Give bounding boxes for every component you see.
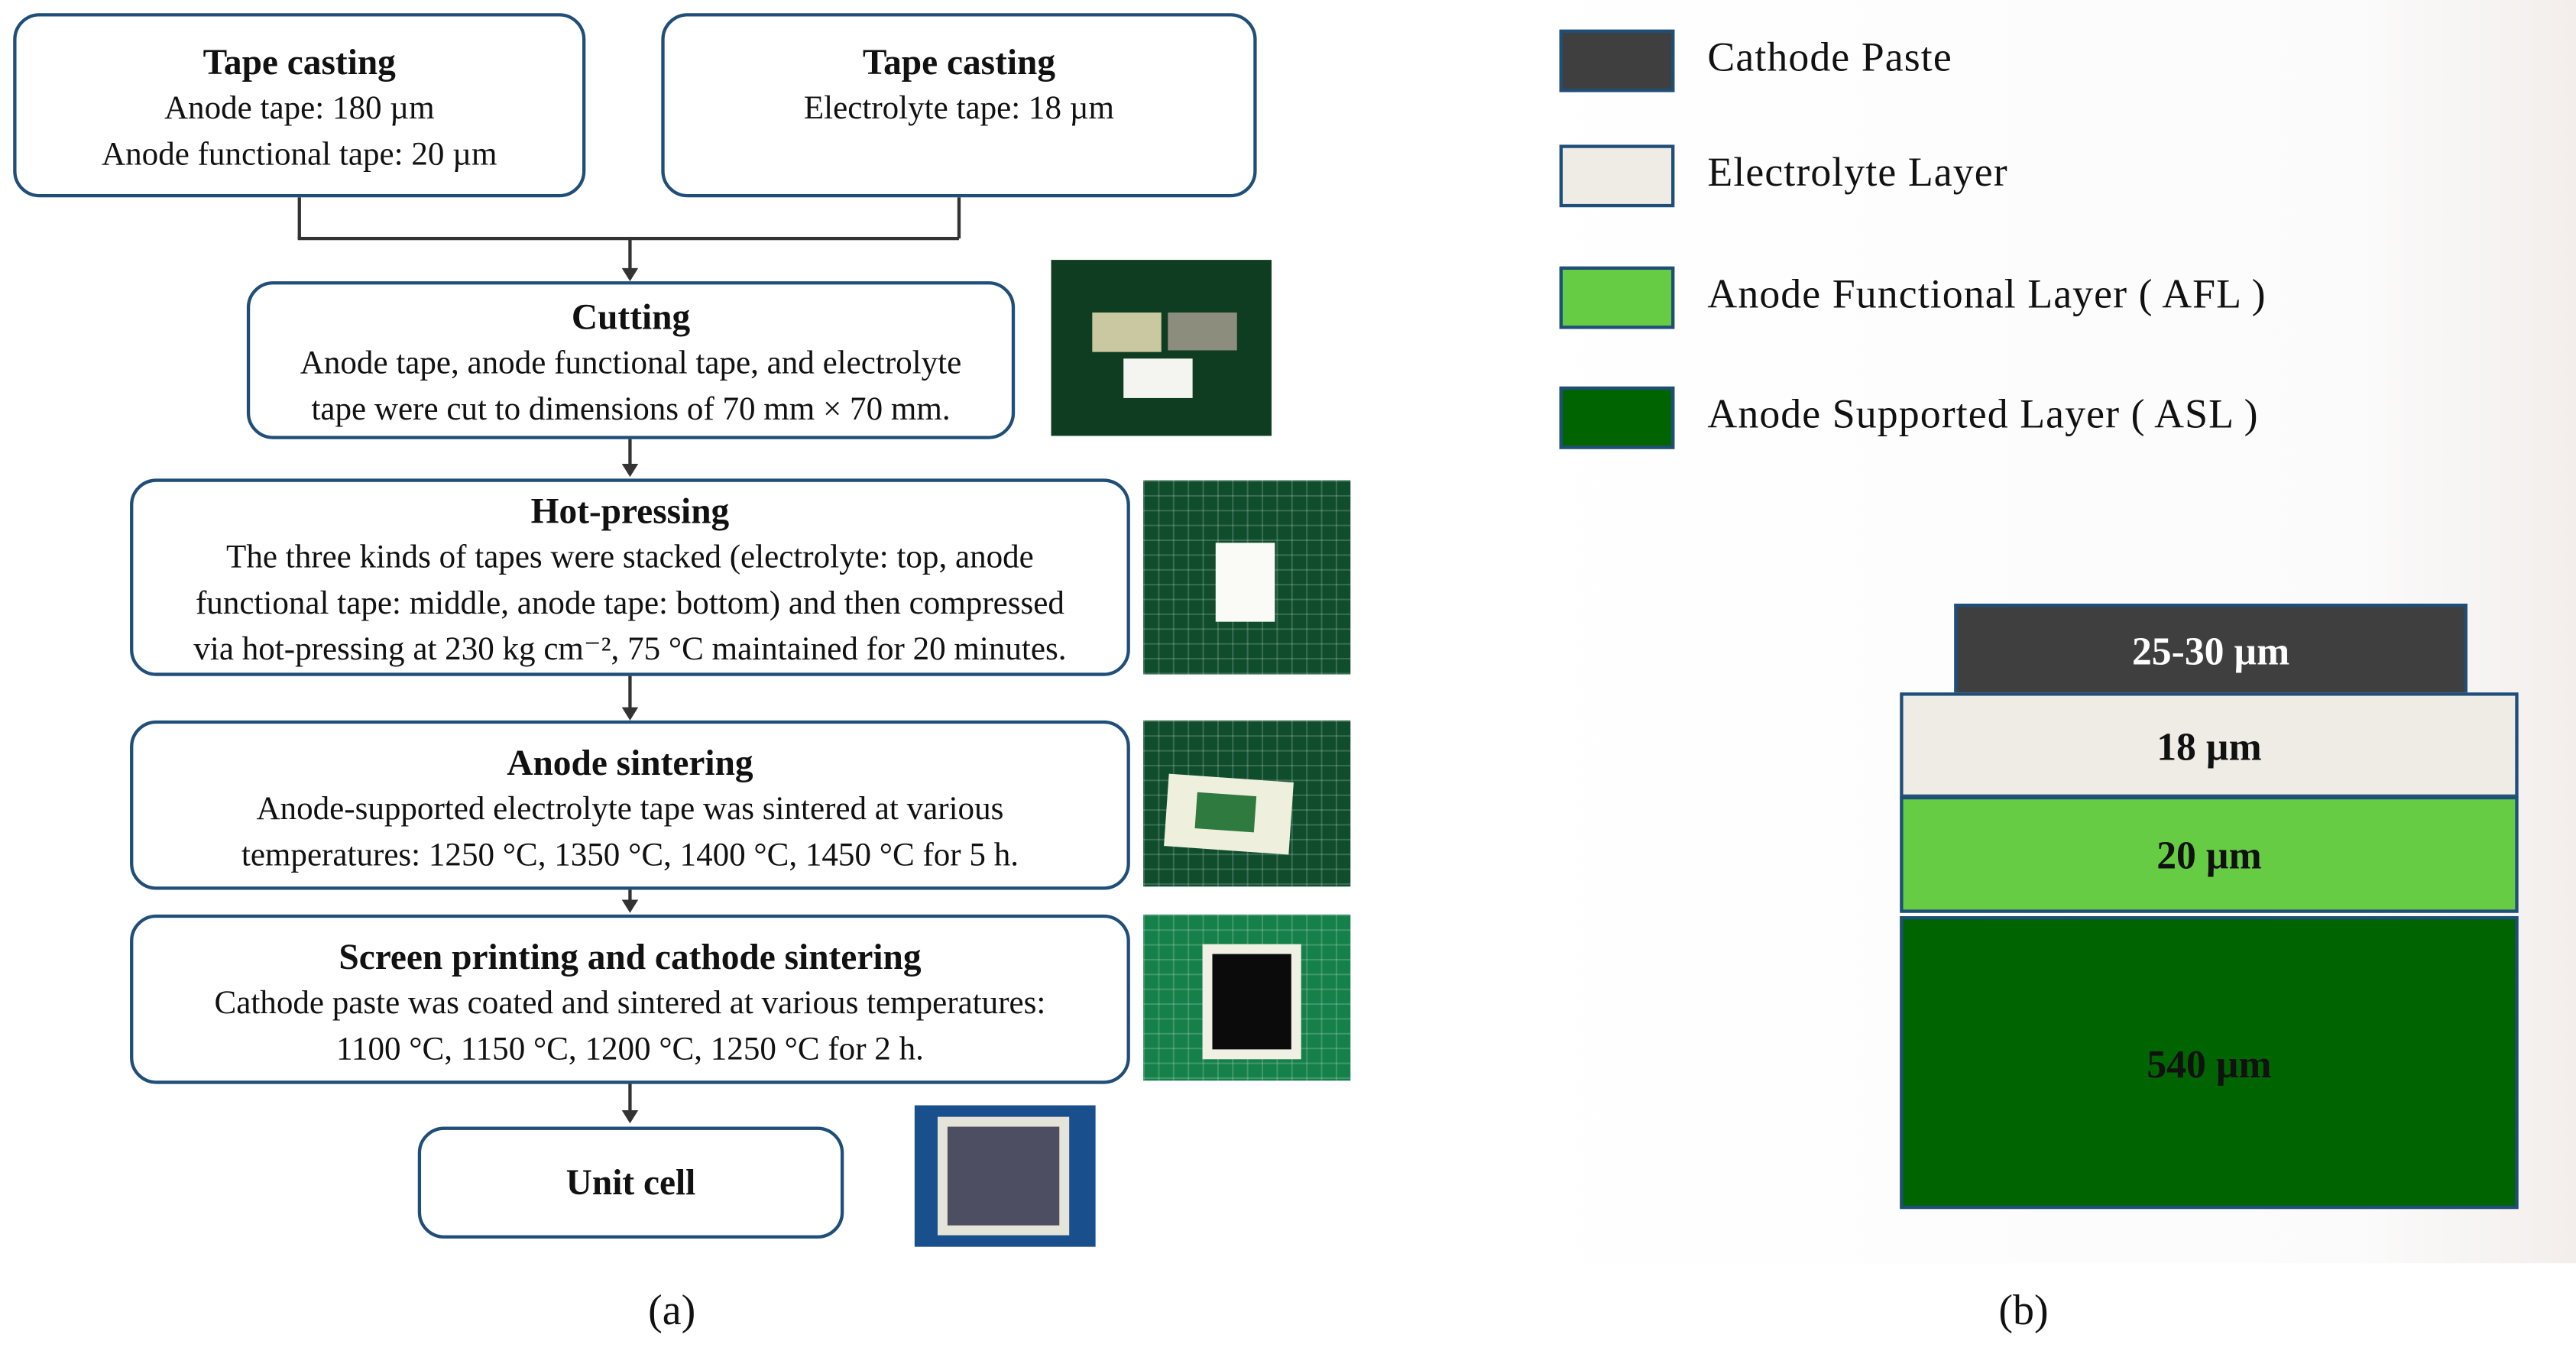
step-title: Unit cell bbox=[565, 1161, 696, 1203]
step-tape-casting-anode: Tape casting Anode tape: 180 µm Anode fu… bbox=[13, 13, 586, 198]
step-anode-sintering: Anode sintering Anode-supported electrol… bbox=[130, 720, 1130, 890]
step-tape-casting-electrolyte: Tape casting Electrolyte tape: 18 µm bbox=[661, 13, 1257, 198]
legend-swatch bbox=[1559, 266, 1675, 329]
legend-label: Anode Supported Layer ( ASL ) bbox=[1707, 393, 2259, 438]
step-body: Cathode paste was coated and sintered at… bbox=[214, 985, 1046, 1068]
step-unit-cell: Unit cell bbox=[417, 1126, 844, 1239]
arrow-head bbox=[621, 899, 639, 913]
tape-functional bbox=[1168, 312, 1237, 351]
layer-thickness: 18 µm bbox=[2156, 727, 2262, 770]
step-body: Anode-supported electrolyte tape was sin… bbox=[241, 791, 1019, 874]
legend-swatch bbox=[1559, 386, 1675, 449]
legend-label: Anode Functional Layer ( AFL ) bbox=[1707, 273, 2267, 318]
step-title: Cutting bbox=[571, 296, 691, 338]
photo-anode-sintered bbox=[1143, 720, 1351, 887]
legend-label: Electrolyte Layer bbox=[1707, 151, 2008, 196]
step-body: Electrolyte tape: 18 µm bbox=[803, 90, 1115, 127]
step-body: Anode tape, anode functional tape, and e… bbox=[300, 345, 962, 428]
sintered-frame bbox=[1164, 773, 1294, 855]
arrow-head bbox=[621, 267, 639, 282]
step-title: Screen printing and cathode sintering bbox=[339, 935, 922, 977]
connector bbox=[628, 1084, 631, 1113]
panel-b-label: (b) bbox=[1998, 1286, 2049, 1334]
arrow-head bbox=[621, 1110, 639, 1124]
layer-thickness: 20 µm bbox=[2156, 835, 2262, 879]
step-screen-printing: Screen printing and cathode sintering Ca… bbox=[130, 914, 1130, 1084]
arrow-head bbox=[621, 464, 639, 478]
printed-frame bbox=[1202, 944, 1301, 1060]
layer-thickness: 25-30 µm bbox=[2131, 631, 2290, 675]
connector bbox=[628, 889, 631, 903]
photo-cut-tapes bbox=[1051, 260, 1272, 436]
connector bbox=[628, 439, 631, 466]
cell-frame bbox=[937, 1116, 1070, 1236]
layer-afl: 20 µm bbox=[1900, 795, 2519, 913]
arrow-head bbox=[621, 707, 639, 721]
legend-swatch bbox=[1559, 29, 1675, 92]
photo-screen-printed bbox=[1143, 914, 1351, 1081]
connector bbox=[297, 197, 300, 239]
step-cutting: Cutting Anode tape, anode functional tap… bbox=[246, 281, 1016, 439]
layer-asl: 540 µm bbox=[1900, 915, 2519, 1210]
layer-electrolyte: 18 µm bbox=[1900, 692, 2519, 798]
step-title: Tape casting bbox=[203, 40, 396, 83]
photo-unit-cell bbox=[914, 1105, 1096, 1247]
legend-swatch bbox=[1559, 144, 1675, 208]
layer-cathode: 25-30 µm bbox=[1954, 604, 2467, 696]
connector bbox=[628, 675, 631, 709]
step-title: Anode sintering bbox=[507, 741, 753, 783]
sintered-cell bbox=[1194, 792, 1257, 833]
tape-anode bbox=[1092, 312, 1162, 352]
step-hot-pressing: Hot-pressing The three kinds of tapes we… bbox=[130, 478, 1130, 676]
step-title: Hot-pressing bbox=[530, 490, 730, 532]
tape-electrolyte bbox=[1123, 358, 1193, 398]
panel-a-label: (a) bbox=[648, 1286, 696, 1334]
cell-cathode bbox=[947, 1126, 1060, 1226]
step-body: The three kinds of tapes were stacked (e… bbox=[193, 539, 1067, 668]
step-title: Tape casting bbox=[862, 40, 1056, 83]
cathode-square bbox=[1212, 954, 1291, 1050]
step-body: Anode tape: 180 µm Anode functional tape… bbox=[102, 90, 497, 173]
pressed-stack bbox=[1215, 543, 1275, 622]
legend-label: Cathode Paste bbox=[1707, 36, 1952, 81]
connector bbox=[957, 197, 961, 239]
layer-thickness: 540 µm bbox=[2147, 1044, 2272, 1087]
photo-hot-pressed bbox=[1143, 480, 1351, 675]
connector bbox=[628, 236, 631, 270]
